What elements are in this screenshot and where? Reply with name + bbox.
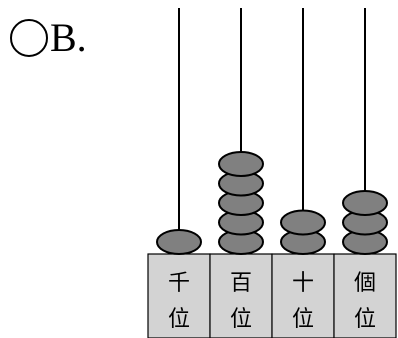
- place-cell-1: [147, 253, 211, 338]
- place-label-bottom: 位: [230, 307, 252, 332]
- option-label: B.: [50, 15, 87, 60]
- place-label-bottom: 位: [168, 307, 190, 332]
- place-label-bottom: 位: [292, 307, 314, 332]
- place-label-top: 百: [230, 271, 252, 296]
- bead: [218, 151, 264, 177]
- place-label-bottom: 位: [354, 307, 376, 332]
- place-label-top: 個: [354, 271, 376, 296]
- bead: [342, 190, 388, 216]
- place-cell-4: [333, 253, 397, 338]
- radio-circle-icon[interactable]: [10, 19, 48, 57]
- place-label-top: 十: [292, 271, 314, 296]
- bead: [156, 229, 202, 255]
- bead: [280, 209, 326, 236]
- option-b[interactable]: B.: [10, 14, 87, 62]
- place-label-top: 千: [168, 271, 190, 296]
